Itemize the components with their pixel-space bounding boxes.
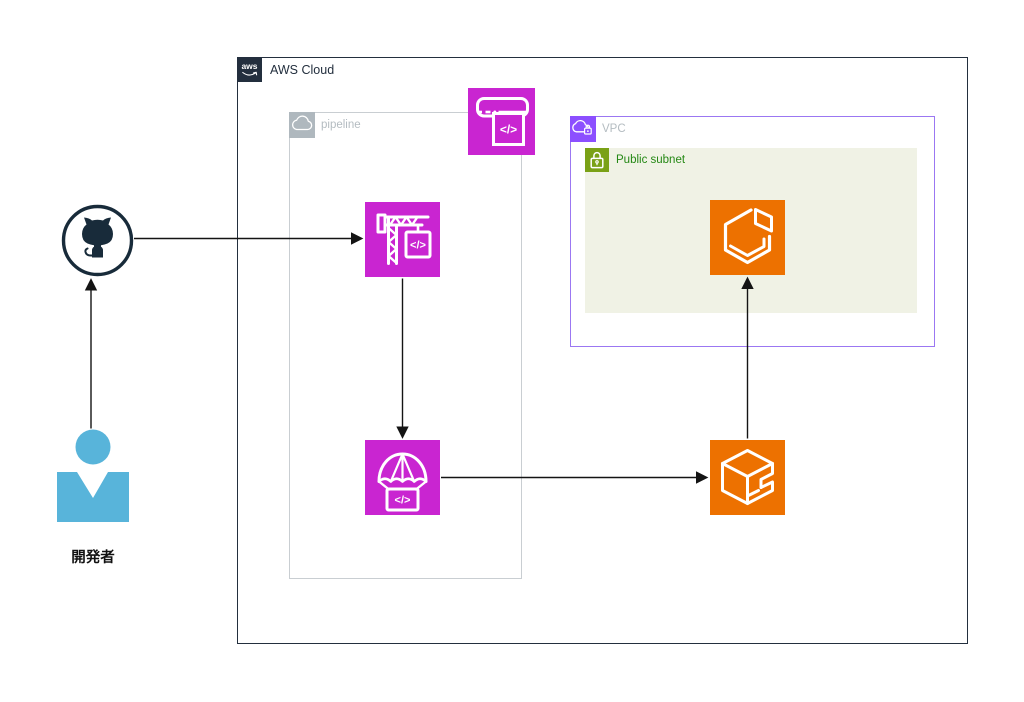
pipeline-group-label: pipeline	[321, 119, 361, 131]
developer-label: 開発者	[71, 550, 115, 566]
user-icon	[55, 428, 131, 528]
aws-cloud-group	[237, 57, 968, 644]
cloud-icon	[289, 112, 315, 138]
ecs-container-icon	[710, 200, 785, 275]
vpc-label: VPC	[602, 123, 626, 135]
aws-logo-icon: aws	[237, 57, 262, 82]
vpc-icon	[570, 116, 596, 142]
aws-logo-text: aws	[241, 61, 257, 71]
lock-icon	[585, 148, 609, 172]
aws-smile-glyph	[242, 71, 258, 76]
octocat-glyph	[82, 217, 113, 258]
codepipeline-icon: </>	[468, 88, 535, 155]
aws-cloud-label: AWS Cloud	[270, 63, 335, 77]
code-glyph: </>	[410, 240, 426, 252]
ecr-registry-icon	[710, 440, 785, 515]
public-subnet-label: Public subnet	[616, 154, 686, 166]
codedeploy-icon: </>	[365, 440, 440, 515]
pipeline-group	[289, 112, 522, 579]
code-glyph: </>	[395, 495, 411, 507]
github-icon	[59, 202, 136, 279]
code-glyph: </>	[500, 123, 517, 137]
codebuild-icon: </>	[365, 202, 440, 277]
vpc-group	[570, 116, 935, 347]
